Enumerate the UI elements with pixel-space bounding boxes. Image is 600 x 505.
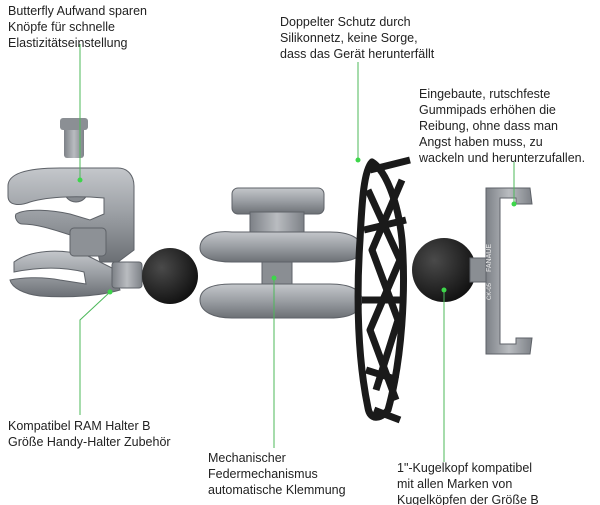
clamp xyxy=(7,118,143,298)
callout-line: Größe Handy-Halter Zubehör xyxy=(8,435,171,449)
socket-arm xyxy=(199,187,363,319)
callout-line: mit allen Marken von xyxy=(397,477,513,491)
left-ball xyxy=(142,248,198,304)
right-ball xyxy=(412,238,476,302)
callout-line: Angst haben muss, zu xyxy=(419,135,543,149)
callout-spring: Mechanischer Federmechanismus automatisc… xyxy=(208,450,346,498)
callout-line: dass das Gerät herunterfällt xyxy=(280,47,435,61)
callout-line: Elastizitätseinstellung xyxy=(8,36,128,50)
callout-ram: Kompatibel RAM Halter B Größe Handy-Halt… xyxy=(8,418,171,450)
callout-line: Butterfly Aufwand sparen xyxy=(8,4,147,18)
brand-label: FANAUE xyxy=(486,244,493,272)
callout-ball: 1"-Kugelkopf kompatibel mit allen Marken… xyxy=(397,460,539,505)
callout-line: Federmechanismus xyxy=(208,467,318,481)
callout-silicone: Doppelter Schutz durch Silikonnetz, kein… xyxy=(280,14,434,62)
callout-line: automatische Klemmung xyxy=(208,483,346,497)
callout-line: Eingebaute, rutschfeste xyxy=(419,87,551,101)
callout-line: Doppelter Schutz durch xyxy=(280,15,411,29)
callout-line: Knöpfe für schnelle xyxy=(8,20,116,34)
model-label: CK-05 xyxy=(487,282,493,300)
callout-line: Kompatibel RAM Halter B xyxy=(8,419,151,433)
callout-gummipads: Eingebaute, rutschfeste Gummipads erhöhe… xyxy=(419,86,585,166)
phone-cradle: FANAUE CK-05 xyxy=(485,187,533,355)
callout-line: Mechanischer xyxy=(208,451,286,465)
callout-line: 1"-Kugelkopf kompatibel xyxy=(397,461,533,475)
callout-dots xyxy=(77,157,517,295)
callout-butterfly: Butterfly Aufwand sparen Knöpfe für schn… xyxy=(8,3,147,51)
callout-line: Silikonnetz, keine Sorge, xyxy=(280,31,418,45)
leader-lines xyxy=(79,44,515,462)
silicone-net xyxy=(354,156,411,424)
callout-line: wackeln und herunterzufallen. xyxy=(419,151,586,165)
callout-line: Kugelköpfen der Größe B xyxy=(397,493,539,505)
callout-line: Gummipads erhöhen die xyxy=(419,103,556,117)
callout-line: Reibung, ohne dass man xyxy=(419,119,558,133)
